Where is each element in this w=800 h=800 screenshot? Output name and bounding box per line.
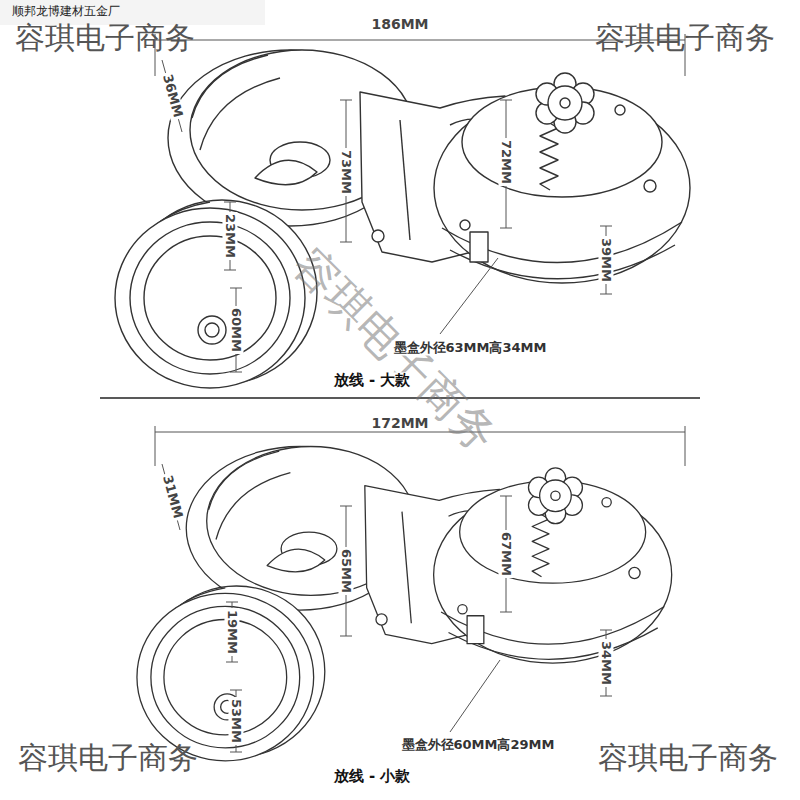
ink-box-note: 墨盒外径60MM高29MM — [400, 738, 557, 753]
ink-box-note: 墨盒外径63MM高34MM — [392, 341, 549, 356]
dimension: 186MM — [369, 16, 430, 32]
watermark: 容琪电子商务 — [595, 21, 775, 56]
caption: 放线 - 小款 — [332, 768, 413, 785]
dimension: 19MM — [225, 608, 240, 656]
dimension: 60MM — [229, 306, 244, 354]
dimension: 34MM — [599, 639, 614, 687]
watermark: 容琪电子商务 — [15, 21, 195, 56]
dimension: 172MM — [369, 415, 430, 431]
dimension: 72MM — [499, 138, 514, 186]
dimension: 36MM — [159, 71, 186, 121]
dimension: 67MM — [499, 530, 514, 578]
dimension: 23MM — [223, 212, 238, 260]
dimension: 65MM — [339, 547, 354, 595]
dimension: 73MM — [339, 148, 354, 196]
dimension: 39MM — [599, 236, 614, 284]
watermark: 容琪电子商务 — [18, 741, 198, 776]
caption: 放线 - 大款 — [332, 372, 413, 389]
dimension: 31MM — [159, 472, 186, 522]
dimension: 53MM — [229, 697, 244, 745]
watermark: 容琪电子商务 — [598, 741, 778, 776]
maker-name: 顺邦龙博建材五金厂 — [12, 5, 120, 19]
